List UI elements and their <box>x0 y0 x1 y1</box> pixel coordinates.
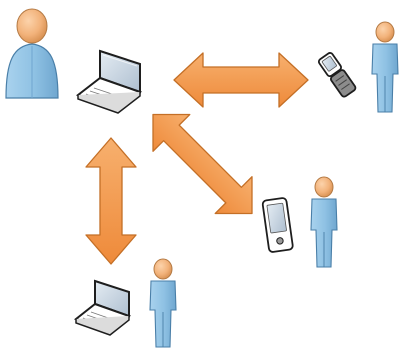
pda-user-icon <box>311 177 337 267</box>
pda-icon <box>262 198 293 253</box>
laptop-bottom-icon <box>76 281 129 335</box>
laptop-main-icon <box>78 51 140 113</box>
double-arrow-diagonal <box>135 96 271 232</box>
phone-user-icon <box>372 22 398 112</box>
double-arrow-horizontal <box>174 53 308 107</box>
user-main-icon <box>6 9 58 98</box>
double-arrow-vertical <box>86 138 136 264</box>
flip-phone-icon <box>318 52 357 98</box>
laptop-user-icon <box>150 259 176 347</box>
